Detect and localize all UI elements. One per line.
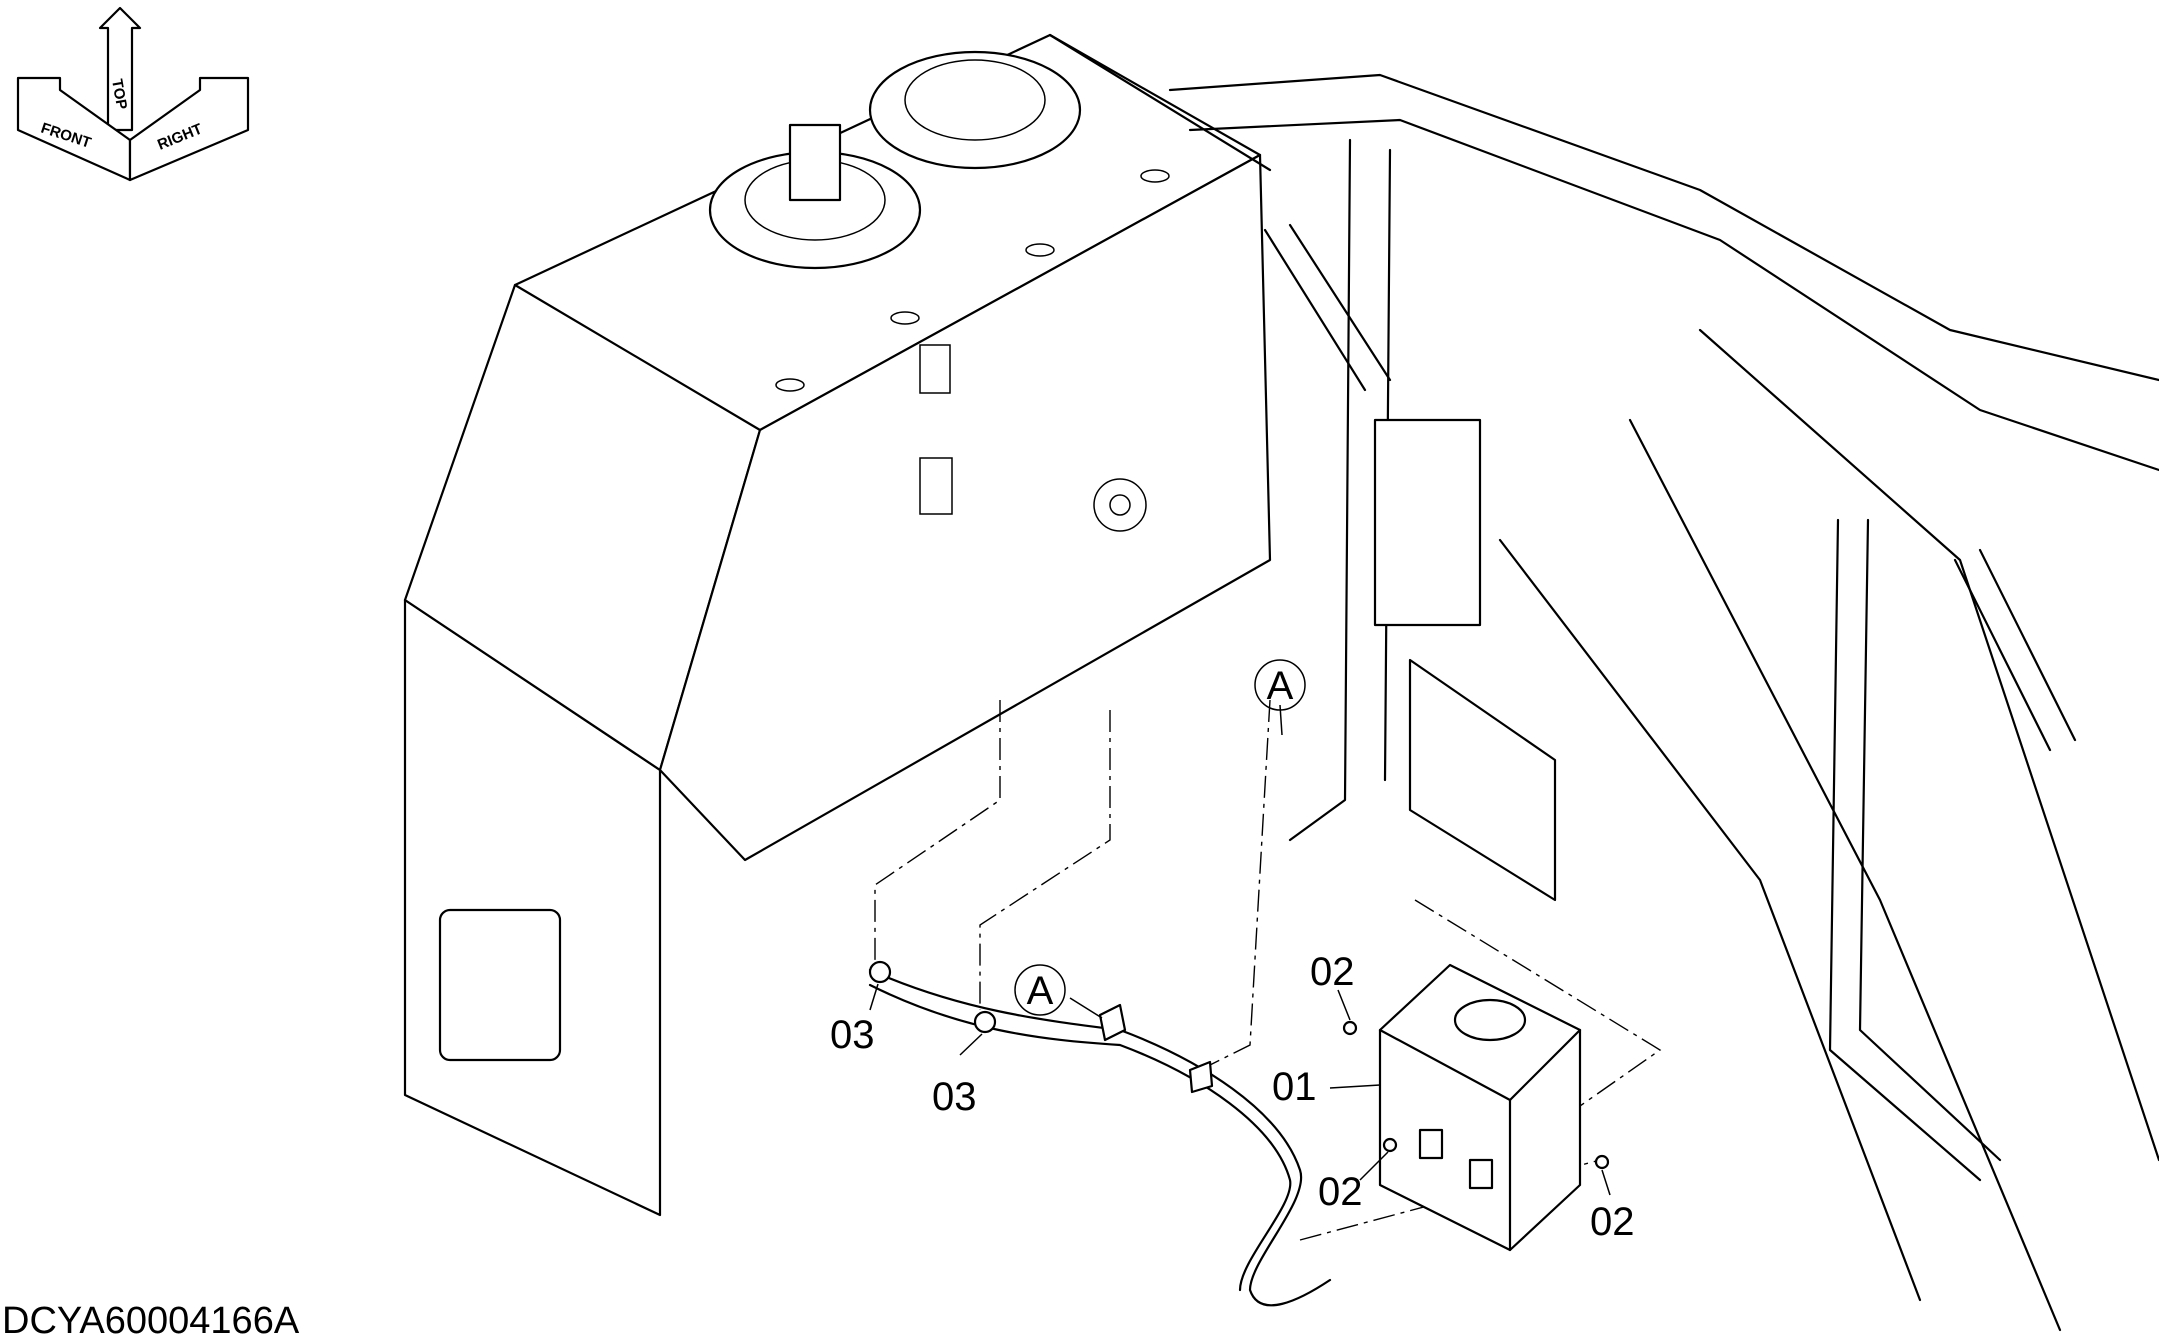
compass-top-label: TOP xyxy=(108,78,130,111)
clip-03-b xyxy=(973,1010,997,1034)
callout-03-right: 03 xyxy=(932,1075,977,1119)
bolts xyxy=(1342,1020,1610,1170)
callout-02-left: 02 xyxy=(1318,1170,1363,1214)
orientation-compass: FRONT TOP RIGHT xyxy=(16,6,250,182)
callout-02-right: 02 xyxy=(1590,1200,1635,1244)
ref-a-lower-label: A xyxy=(1027,969,1054,1013)
clip-03-a xyxy=(868,960,892,984)
wire-harness xyxy=(868,960,1332,1307)
controller-unit xyxy=(1378,963,1582,1252)
reference-a-lower: A xyxy=(1014,964,1066,1016)
callout-leaders xyxy=(869,704,1611,1196)
main-housing xyxy=(403,33,1272,1217)
callout-02-top: 02 xyxy=(1310,950,1355,994)
cab-frame xyxy=(1168,73,2159,1332)
drawing-code: DCYA60004166A xyxy=(2,1300,300,1342)
filler-caps xyxy=(708,50,1082,270)
callout-03-left: 03 xyxy=(830,1013,875,1057)
reference-a-upper: A xyxy=(1254,659,1306,711)
callout-01: 01 xyxy=(1272,1065,1317,1109)
ref-a-upper-label: A xyxy=(1267,664,1294,708)
